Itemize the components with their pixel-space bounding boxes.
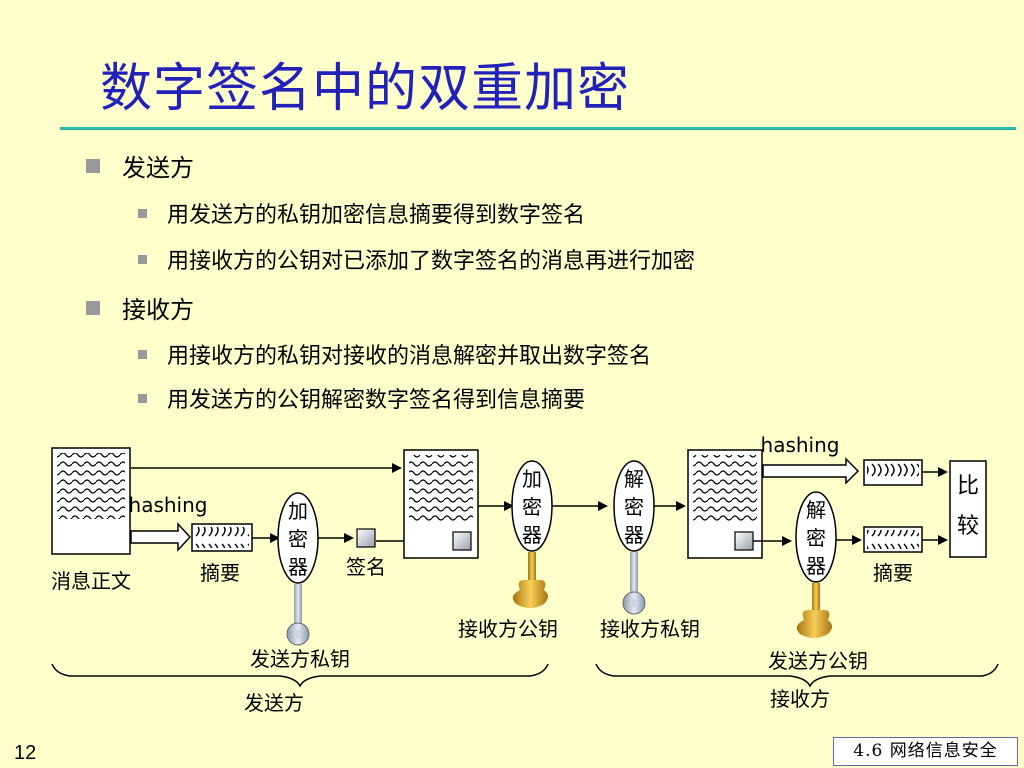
sub-bullet: 用接收方的公钥对已添加了数字签名的消息再进行加密 — [138, 243, 695, 275]
arrow-head-icon — [782, 536, 792, 546]
square-bullet-icon — [86, 158, 100, 173]
decryptor-char: 解 — [806, 498, 826, 522]
encryptor-char: 加 — [288, 499, 308, 523]
signed-document-icon — [403, 449, 479, 559]
arrow-head-icon — [392, 463, 402, 473]
sub-bullet-text: 用接收方的私钥对接收的消息解密并取出数字签名 — [167, 344, 652, 369]
arrow-head-icon — [504, 501, 514, 511]
section-footer: 4.6 网络信息安全 — [833, 737, 1018, 766]
digest-icon — [191, 523, 253, 552]
arrow-head-icon — [852, 535, 862, 545]
encryptor-char: 器 — [288, 555, 308, 579]
decryptor-icon — [795, 491, 837, 583]
digest-label: 摘要 — [200, 561, 240, 585]
arrow-head-icon — [938, 467, 948, 477]
square-bullet-icon — [138, 208, 147, 218]
decryptor-char: 密 — [624, 495, 644, 519]
receiver-public-key-label: 接收方公钥 — [458, 617, 558, 641]
sender-group-label: 发送方 — [244, 691, 304, 715]
message-label: 消息正文 — [51, 569, 131, 593]
message-document-icon — [51, 447, 131, 555]
arrow-head-icon — [938, 535, 948, 545]
sub-bullet: 用接收方的私钥对接收的消息解密并取出数字签名 — [138, 338, 651, 370]
square-bullet-icon — [138, 254, 147, 264]
arrow-head-icon — [344, 533, 354, 543]
sender-brace — [51, 663, 549, 688]
gold-key-icon — [512, 552, 548, 608]
hollow-arrow-icon — [762, 457, 860, 485]
receiver-group-label: 接收方 — [770, 687, 830, 711]
bullet-receiver: 接收方 — [86, 290, 194, 325]
square-bullet-icon — [86, 300, 100, 315]
compare-char: 比 — [957, 474, 979, 499]
hashing-label: hashing — [761, 433, 840, 457]
bullet-sender-text: 发送方 — [122, 154, 194, 182]
compare-char: 较 — [957, 514, 979, 539]
encryptor-char: 密 — [522, 495, 542, 519]
square-bullet-icon — [138, 349, 147, 359]
title-divider — [60, 127, 1016, 130]
square-bullet-icon — [138, 393, 147, 403]
hashing-label: hashing — [129, 493, 208, 517]
sub-bullet: 用发送方的私钥加密信息摘要得到数字签名 — [138, 197, 585, 229]
decryptor-char: 器 — [806, 554, 826, 578]
signature-icon — [356, 528, 376, 548]
arrow-head-icon — [676, 501, 686, 511]
digest-icon — [863, 459, 923, 486]
digest-label: 摘要 — [873, 561, 913, 585]
bullet-sender: 发送方 — [86, 148, 194, 183]
encryptor-char: 器 — [522, 523, 542, 547]
encryptor-char: 密 — [288, 527, 308, 551]
digest-icon — [863, 526, 923, 553]
sender-public-key-label: 发送方公钥 — [768, 649, 868, 673]
sub-bullet-text: 用发送方的公钥解密数字签名得到信息摘要 — [167, 388, 586, 413]
sub-bullet-text: 用接收方的公钥对已添加了数字签名的消息再进行加密 — [167, 249, 696, 274]
silver-key-icon — [622, 552, 646, 615]
decryptor-char: 密 — [806, 526, 826, 550]
arrow-head-icon — [598, 501, 608, 511]
sub-bullet-text: 用发送方的私钥加密信息摘要得到数字签名 — [167, 203, 586, 228]
silver-key-icon — [286, 584, 310, 646]
slide-number: 12 — [14, 742, 37, 764]
compare-box — [949, 460, 987, 558]
bullet-receiver-text: 接收方 — [122, 296, 194, 324]
gold-key-icon — [796, 583, 832, 638]
sub-bullet: 用发送方的公钥解密数字签名得到信息摘要 — [138, 382, 585, 414]
signed-document-icon — [687, 449, 763, 559]
encryptor-char: 加 — [522, 467, 542, 491]
receiver-private-key-label: 接收方私钥 — [600, 617, 700, 641]
decryptor-char: 解 — [624, 467, 644, 491]
slide-title: 数字签名中的双重加密 — [100, 59, 631, 119]
signature-label: 签名 — [346, 555, 386, 579]
hollow-arrow-icon — [130, 522, 192, 552]
decryptor-char: 器 — [624, 523, 644, 547]
receiver-brace — [595, 663, 999, 688]
arrow-head-icon — [270, 533, 280, 543]
sender-private-key-label: 发送方私钥 — [250, 647, 350, 671]
